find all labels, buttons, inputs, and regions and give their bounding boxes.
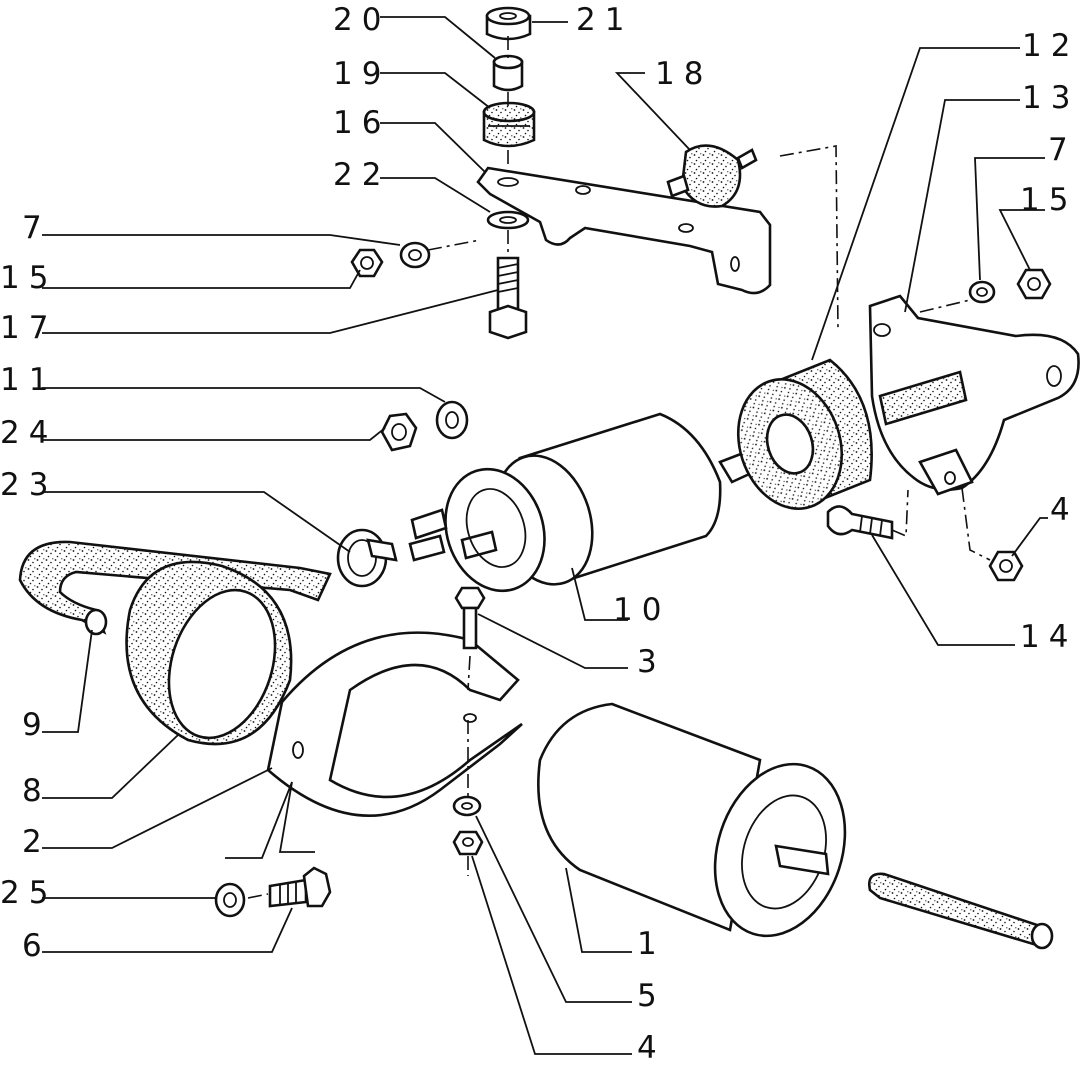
part-band-8 — [125, 560, 293, 746]
part-sleeve-12 — [736, 358, 873, 510]
part-washer-22 — [486, 210, 530, 230]
callout-18: 18 — [655, 56, 712, 92]
part-clamp-2 — [266, 631, 523, 817]
callout-6: 6 — [22, 928, 51, 964]
part-nut-15-right — [1016, 268, 1052, 300]
part-hose-loose — [868, 872, 1054, 950]
callout-4-bottom: 4 — [637, 1030, 666, 1066]
part-nut-4-bottom — [452, 830, 484, 856]
part-hose-9 — [18, 540, 332, 636]
parts — [18, 6, 1080, 950]
callout-23: 23 — [0, 467, 57, 503]
part-washer-7-left — [399, 241, 431, 269]
part-nut-15-left — [350, 248, 384, 278]
part-washer-11 — [435, 400, 469, 440]
callout-2: 2 — [22, 824, 51, 860]
callout-9: 9 — [22, 707, 51, 743]
callout-16: 16 — [333, 105, 390, 141]
part-washer-7-right — [968, 280, 996, 304]
part-bracket-16 — [476, 166, 772, 295]
callout-4-right: 4 — [1050, 492, 1079, 528]
callout-20: 20 — [333, 2, 390, 38]
callout-17: 17 — [0, 310, 57, 346]
callout-7-left: 7 — [22, 210, 51, 246]
part-housing-13 — [868, 294, 1080, 496]
callout-15-left: 15 — [0, 260, 57, 296]
part-bolt-6 — [268, 866, 332, 908]
callout-21: 21 — [576, 2, 633, 38]
part-bolt-3 — [454, 586, 486, 650]
callout-1: 1 — [637, 926, 666, 962]
callout-22: 22 — [333, 157, 390, 193]
part-screw-14 — [826, 505, 894, 540]
callout-13: 13 — [1022, 80, 1079, 116]
part-damper-18 — [666, 144, 758, 208]
callout-5: 5 — [637, 978, 666, 1014]
callout-8: 8 — [22, 773, 51, 809]
part-nut-4-right — [988, 550, 1024, 582]
part-washer-25 — [214, 882, 246, 918]
callout-24: 24 — [0, 415, 57, 451]
callout-11: 11 — [0, 362, 57, 398]
part-pump-10 — [408, 412, 760, 593]
part-washer-5 — [452, 795, 482, 817]
leader-lines — [42, 16, 1048, 1055]
part-rubber-mount-19 — [482, 101, 536, 148]
part-spacer-20 — [492, 54, 524, 92]
callout-12: 12 — [1022, 28, 1079, 64]
callout-15-right: 15 — [1020, 182, 1077, 218]
callout-14: 14 — [1020, 619, 1077, 655]
callout-10: 10 — [613, 592, 670, 628]
callout-25: 25 — [0, 875, 57, 911]
part-filter-1 — [537, 702, 847, 938]
callout-3: 3 — [637, 644, 666, 680]
part-cap-21 — [485, 6, 532, 41]
callout-7-right: 7 — [1048, 132, 1077, 168]
part-nut-24 — [380, 412, 418, 452]
part-clip-23 — [336, 528, 398, 588]
part-bolt-17 — [488, 256, 528, 340]
callout-19: 19 — [333, 56, 390, 92]
